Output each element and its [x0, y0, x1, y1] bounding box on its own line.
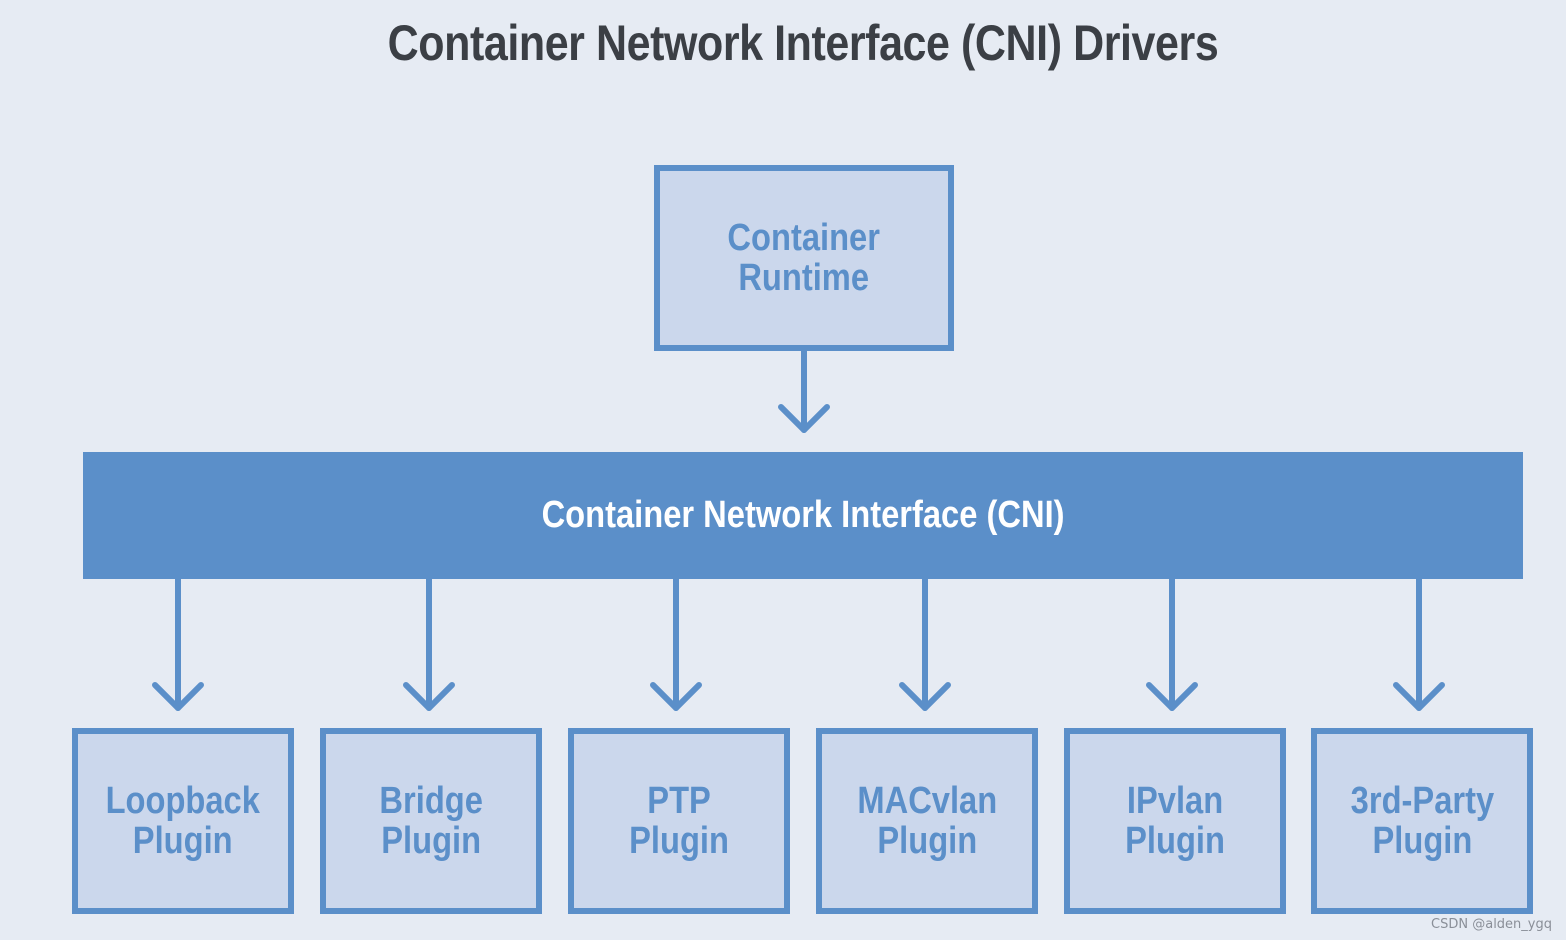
plugin-label-line2: Plugin [877, 820, 977, 862]
plugin-label-line2: Plugin [1125, 820, 1225, 862]
plugin-box-3rd-party: 3rd-Party Plugin [1311, 728, 1533, 914]
arrow-runtime-to-cni [778, 348, 830, 433]
arrow-cni-to-ipvlan [1146, 576, 1198, 711]
plugin-label-line1: Loopback [105, 780, 261, 822]
arrow-cni-to-macvlan [899, 576, 951, 711]
container-runtime-box: Container Runtime [654, 165, 954, 351]
plugin-label: Bridge Plugin [379, 781, 483, 861]
arrow-cni-to-loopback [152, 576, 204, 711]
plugin-label: PTP Plugin [629, 781, 729, 861]
arrow-cni-to-3rd-party [1393, 576, 1445, 711]
plugin-box-loopback: Loopback Plugin [72, 728, 294, 914]
plugin-label-line1: IPvlan [1126, 780, 1224, 822]
container-runtime-label-line2: Runtime [738, 257, 870, 299]
arrow-cni-to-bridge [403, 576, 455, 711]
plugin-box-macvlan: MACvlan Plugin [816, 728, 1038, 914]
plugin-box-ipvlan: IPvlan Plugin [1064, 728, 1286, 914]
plugin-label: Loopback Plugin [106, 781, 260, 861]
container-runtime-label-line1: Container [727, 217, 881, 259]
cni-bar: Container Network Interface (CNI) [83, 452, 1523, 579]
plugin-label-line1: PTP [647, 780, 711, 822]
plugin-box-ptp: PTP Plugin [568, 728, 790, 914]
cni-bar-label: Container Network Interface (CNI) [541, 494, 1065, 536]
plugin-box-bridge: Bridge Plugin [320, 728, 542, 914]
plugin-label-line1: Bridge [379, 780, 483, 822]
plugin-label-line2: Plugin [381, 820, 481, 862]
plugin-label-line1: MACvlan [857, 780, 997, 822]
container-runtime-label: Container Runtime [728, 218, 881, 298]
watermark: CSDN @alden_ygq [1431, 917, 1552, 932]
plugin-label-line2: Plugin [629, 820, 729, 862]
plugin-label-line2: Plugin [1372, 820, 1472, 862]
plugin-label: 3rd-Party Plugin [1350, 781, 1493, 861]
plugin-label: MACvlan Plugin [857, 781, 997, 861]
plugin-label: IPvlan Plugin [1125, 781, 1225, 861]
arrow-cni-to-ptp [650, 576, 702, 711]
diagram-title: Container Network Interface (CNI) Driver… [387, 15, 1219, 71]
plugin-label-line1: 3rd-Party [1350, 780, 1494, 822]
plugin-label-line2: Plugin [133, 820, 233, 862]
